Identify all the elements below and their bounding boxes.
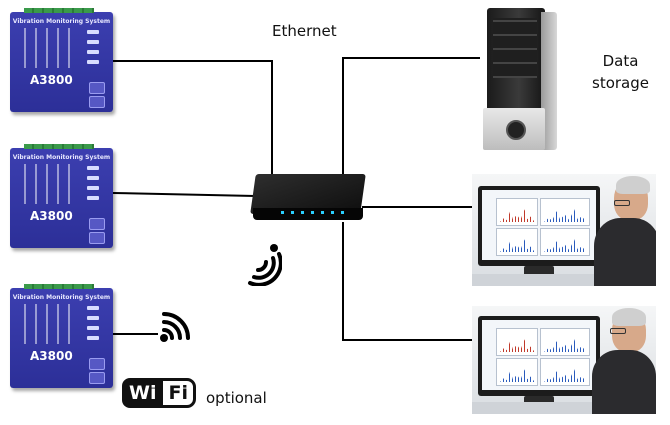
power-button-icon	[506, 120, 526, 140]
monitor	[478, 186, 600, 266]
monitor-stand	[524, 266, 554, 276]
module-model: A3800	[30, 73, 73, 87]
module-model: A3800	[30, 349, 73, 363]
monitor-stand	[524, 396, 554, 406]
ethernet-router	[250, 174, 366, 222]
a3800-module-1: Vibration Monitoring System A3800	[10, 8, 113, 112]
screen-plot	[496, 228, 538, 256]
screen-plot	[540, 358, 590, 386]
monitor-screen	[482, 320, 596, 390]
optional-label: optional	[206, 389, 267, 407]
module-title: Vibration Monitoring System	[12, 154, 111, 161]
a3800-module-3: Vibration Monitoring System A3800	[10, 284, 113, 388]
router-leds	[281, 211, 351, 214]
person-operator	[592, 306, 656, 414]
terminal-block	[24, 8, 94, 13]
module-model: A3800	[30, 209, 73, 223]
drive-bays	[493, 18, 537, 78]
data-storage-label-line2: storage	[592, 74, 649, 92]
status-leds	[87, 166, 107, 206]
channel-connectors	[18, 164, 78, 204]
screen-plot	[496, 328, 538, 356]
screen-plot	[540, 228, 590, 256]
data-storage-label: Data storage	[592, 50, 649, 94]
router-front	[253, 208, 363, 220]
link-module2-router	[112, 192, 259, 197]
screen-plot	[496, 198, 538, 226]
terminal-block	[24, 284, 94, 289]
link-router-storage	[342, 57, 480, 178]
wifi-logo-wi: Wi	[122, 378, 161, 408]
wifi-logo-fi: Fi	[160, 378, 196, 408]
screen-plot	[496, 358, 538, 386]
person-operator	[590, 174, 656, 286]
glasses-icon	[610, 328, 626, 334]
monitor	[478, 316, 600, 396]
module-button	[89, 96, 105, 108]
module-button	[89, 358, 105, 370]
wifi-logo: Wi Fi	[122, 378, 196, 408]
module-wifi-signal-icon	[160, 312, 190, 342]
module-title: Vibration Monitoring System	[12, 18, 111, 25]
terminal-block	[24, 144, 94, 149]
link-module1-router	[113, 60, 273, 180]
status-leds	[87, 30, 107, 70]
ethernet-label: Ethernet	[272, 22, 337, 40]
workstation-2	[472, 306, 656, 414]
screen-plot	[540, 328, 590, 356]
a3800-module-2: Vibration Monitoring System A3800	[10, 144, 113, 248]
server-side	[541, 12, 557, 150]
channel-connectors	[18, 28, 78, 68]
module-title: Vibration Monitoring System	[12, 294, 111, 301]
status-leds	[87, 306, 107, 346]
glasses-icon	[614, 200, 630, 206]
module-button	[89, 218, 105, 230]
workstation-1	[472, 174, 656, 286]
module-button	[89, 82, 105, 94]
router-wifi-signal-icon	[248, 244, 282, 286]
module-button	[89, 232, 105, 244]
module-button	[89, 372, 105, 384]
link-router-workstation2	[342, 222, 472, 341]
channel-connectors	[18, 304, 78, 344]
data-storage-label-line1: Data	[602, 52, 639, 70]
data-storage-server	[481, 8, 557, 153]
screen-plot	[540, 198, 590, 226]
monitor-screen	[482, 190, 596, 260]
